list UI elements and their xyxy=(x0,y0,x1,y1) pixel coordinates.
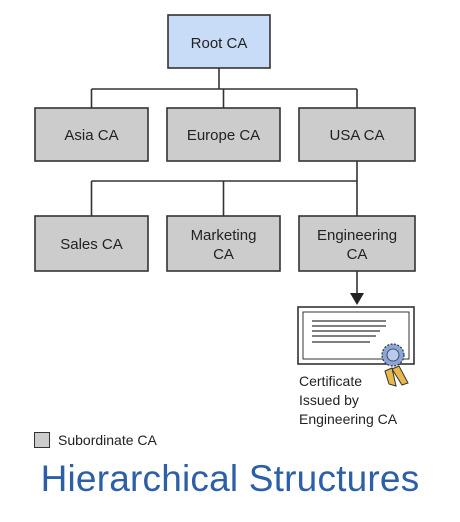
node-marketing-label-line1: Marketing xyxy=(191,227,257,244)
node-europe: Europe CA xyxy=(166,107,281,162)
node-root: Root CA xyxy=(167,14,271,69)
node-marketing-label-line2: CA xyxy=(213,246,234,263)
node-engineering: Engineering CA xyxy=(298,215,416,272)
legend-label: Subordinate CA xyxy=(58,432,157,448)
node-asia: Asia CA xyxy=(34,107,149,162)
certificate-seal-icon xyxy=(381,343,409,387)
node-asia-label: Asia CA xyxy=(64,127,118,144)
node-usa-label: USA CA xyxy=(329,127,384,144)
node-engineering-label-line2: CA xyxy=(347,246,368,263)
certificate-icon xyxy=(297,306,415,387)
certificate-caption-line3: Engineering CA xyxy=(299,411,398,427)
node-sales: Sales CA xyxy=(34,215,149,272)
legend: Subordinate CA xyxy=(34,432,157,448)
connector-lines xyxy=(90,68,358,216)
issue-arrow xyxy=(350,271,364,305)
certificate-caption-line2: Issued by xyxy=(299,392,359,408)
node-root-label: Root CA xyxy=(191,35,248,52)
node-sales-label: Sales CA xyxy=(60,236,123,253)
certificate-caption-line1: Certificate xyxy=(299,373,362,389)
node-usa: USA CA xyxy=(298,107,416,162)
node-marketing: Marketing CA xyxy=(166,215,281,272)
page-title: Hierarchical Structures xyxy=(40,458,420,499)
node-europe-label: Europe CA xyxy=(187,127,260,144)
node-engineering-label-line1: Engineering xyxy=(317,227,397,244)
subordinate-ca-swatch xyxy=(34,432,50,448)
